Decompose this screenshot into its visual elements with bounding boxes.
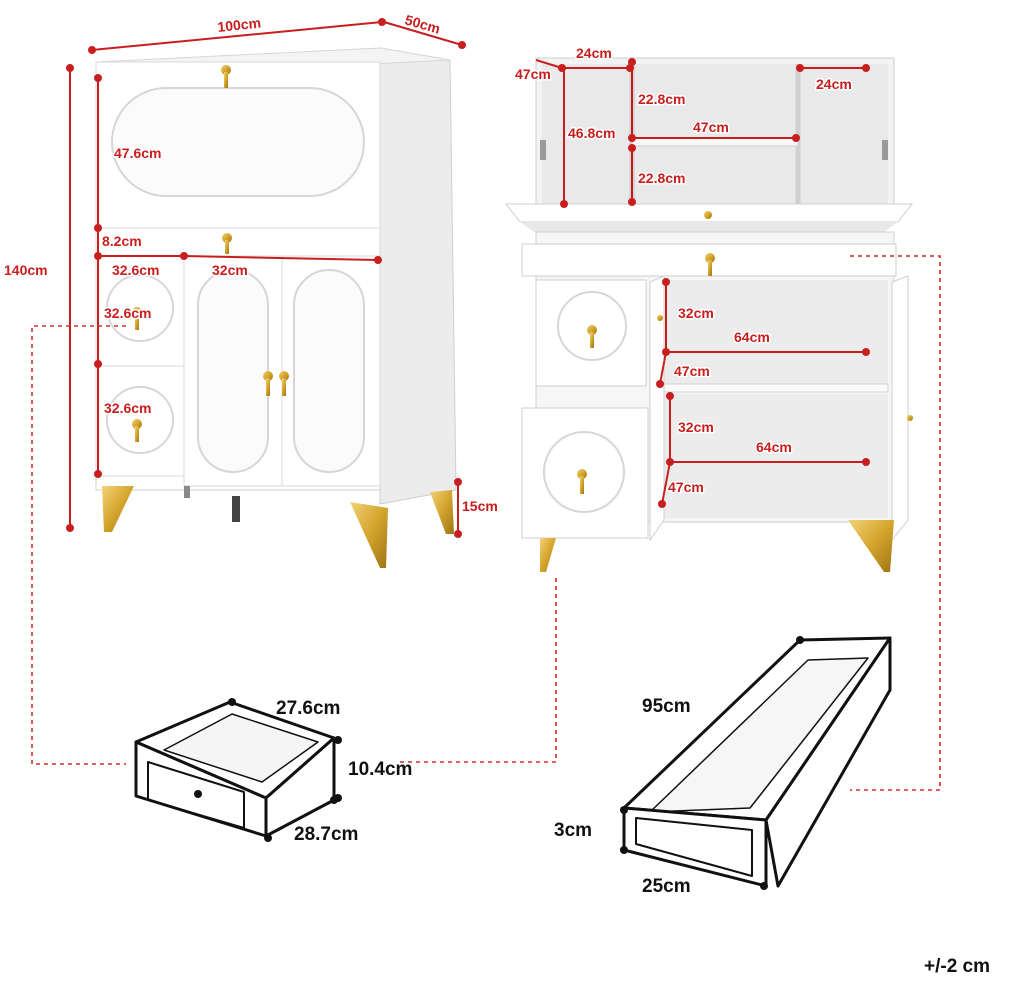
label-small-drawer-upper: 32.6cm [104, 305, 151, 321]
pulled-drawer-lower-ring [543, 431, 625, 513]
label-door-width: 32cm [212, 262, 248, 278]
gold-handle [263, 371, 289, 396]
wide-drawer-front [95, 227, 381, 257]
hinge [882, 140, 888, 160]
label-drawer-height: 8.2cm [102, 233, 142, 249]
center-shelf [631, 137, 799, 147]
label-upper-compartment-depth: 47cm [674, 363, 710, 379]
drawer-knob [194, 790, 202, 798]
label-flap-height: 47.6cm [114, 145, 161, 161]
cabinet-leg [430, 490, 454, 534]
label-long-drawer-depth: 25cm [642, 876, 691, 897]
label-small-drawer-width-dim: 27.6cm [276, 698, 340, 719]
label-lower-shelf-height: 22.8cm [638, 170, 685, 186]
label-top-shelf-height: 22.8cm [638, 91, 685, 107]
cabinet-leg [184, 486, 190, 498]
cabinet-leg [540, 538, 556, 572]
gold-handle [705, 253, 715, 276]
interior-lower-compartment [664, 394, 888, 518]
open-dimension-lines [535, 58, 870, 508]
label-small-drawer-depth-dim: 28.7cm [294, 824, 358, 845]
interior-upper-compartment [664, 280, 888, 386]
flap-oval-relief [111, 87, 365, 197]
gold-handle [587, 325, 597, 348]
label-small-drawer-width: 32.6cm [112, 262, 159, 278]
small-drawer-lower-ring [106, 386, 174, 454]
label-width: 100cm [217, 15, 262, 35]
small-drawer-upper-ring [106, 274, 174, 342]
label-leg-height: 15cm [462, 498, 498, 514]
cabinet-leg [848, 520, 894, 572]
gold-handle [132, 419, 142, 442]
label-small-drawer-lower: 32.6cm [104, 400, 151, 416]
open-cabinet [504, 57, 914, 572]
cabinet-leg [350, 502, 388, 568]
small-drawer-lower-front [95, 365, 185, 477]
upper-interior [542, 64, 888, 204]
long-drawer-illustration [622, 636, 892, 888]
label-lower-compartment-height: 32cm [678, 419, 714, 435]
closed-dimension-lines [66, 18, 466, 538]
small-drawer-illustration [134, 700, 336, 838]
tolerance-note: +/-2 cm [924, 956, 990, 977]
label-height: 140cm [4, 262, 48, 278]
gold-handle [222, 233, 232, 254]
gold-handle [704, 211, 712, 219]
label-lower-compartment-width: 64cm [756, 439, 792, 455]
gold-handle [132, 307, 142, 330]
open-door-right [891, 275, 909, 542]
label-upper-compartment-width: 64cm [734, 329, 770, 345]
door-right-arch [293, 269, 365, 473]
hinge [540, 140, 546, 160]
small-drawer-dim-points [228, 698, 342, 842]
cabinet-leg [232, 496, 240, 522]
door-left-arch [197, 269, 269, 473]
label-center-shelf-width: 47cm [693, 119, 729, 135]
closed-cabinet [95, 47, 457, 568]
open-door-left [649, 275, 665, 542]
gold-handle [657, 315, 913, 421]
label-right-niche-width: 24cm [816, 76, 852, 92]
label-small-drawer-height-dim: 10.4cm [348, 759, 412, 780]
open-dimension-labels: 24cm 47cm 24cm 22.8cm 46.8cm 47cm 22.8cm… [514, 44, 854, 497]
pulled-drawer-upper-ring [557, 291, 627, 361]
label-left-niche-width: 24cm [576, 45, 612, 61]
label-upper-compartment-height: 32cm [678, 305, 714, 321]
desk-flap-underside [520, 222, 898, 232]
long-drawer-dim-points [620, 636, 804, 890]
label-long-drawer-height: 3cm [554, 820, 592, 841]
label-lower-compartment-depth: 47cm [668, 479, 704, 495]
gold-handle [221, 65, 231, 88]
dashed-guides [31, 255, 941, 791]
interior-shelf [663, 383, 889, 393]
label-long-drawer-length: 95cm [642, 696, 691, 717]
gold-handle [577, 469, 587, 494]
cabinet-side-panel [379, 47, 457, 505]
label-left-niche-depth: 47cm [515, 66, 551, 82]
cabinet-leg [102, 486, 134, 532]
label-niche-height: 46.8cm [568, 125, 615, 141]
